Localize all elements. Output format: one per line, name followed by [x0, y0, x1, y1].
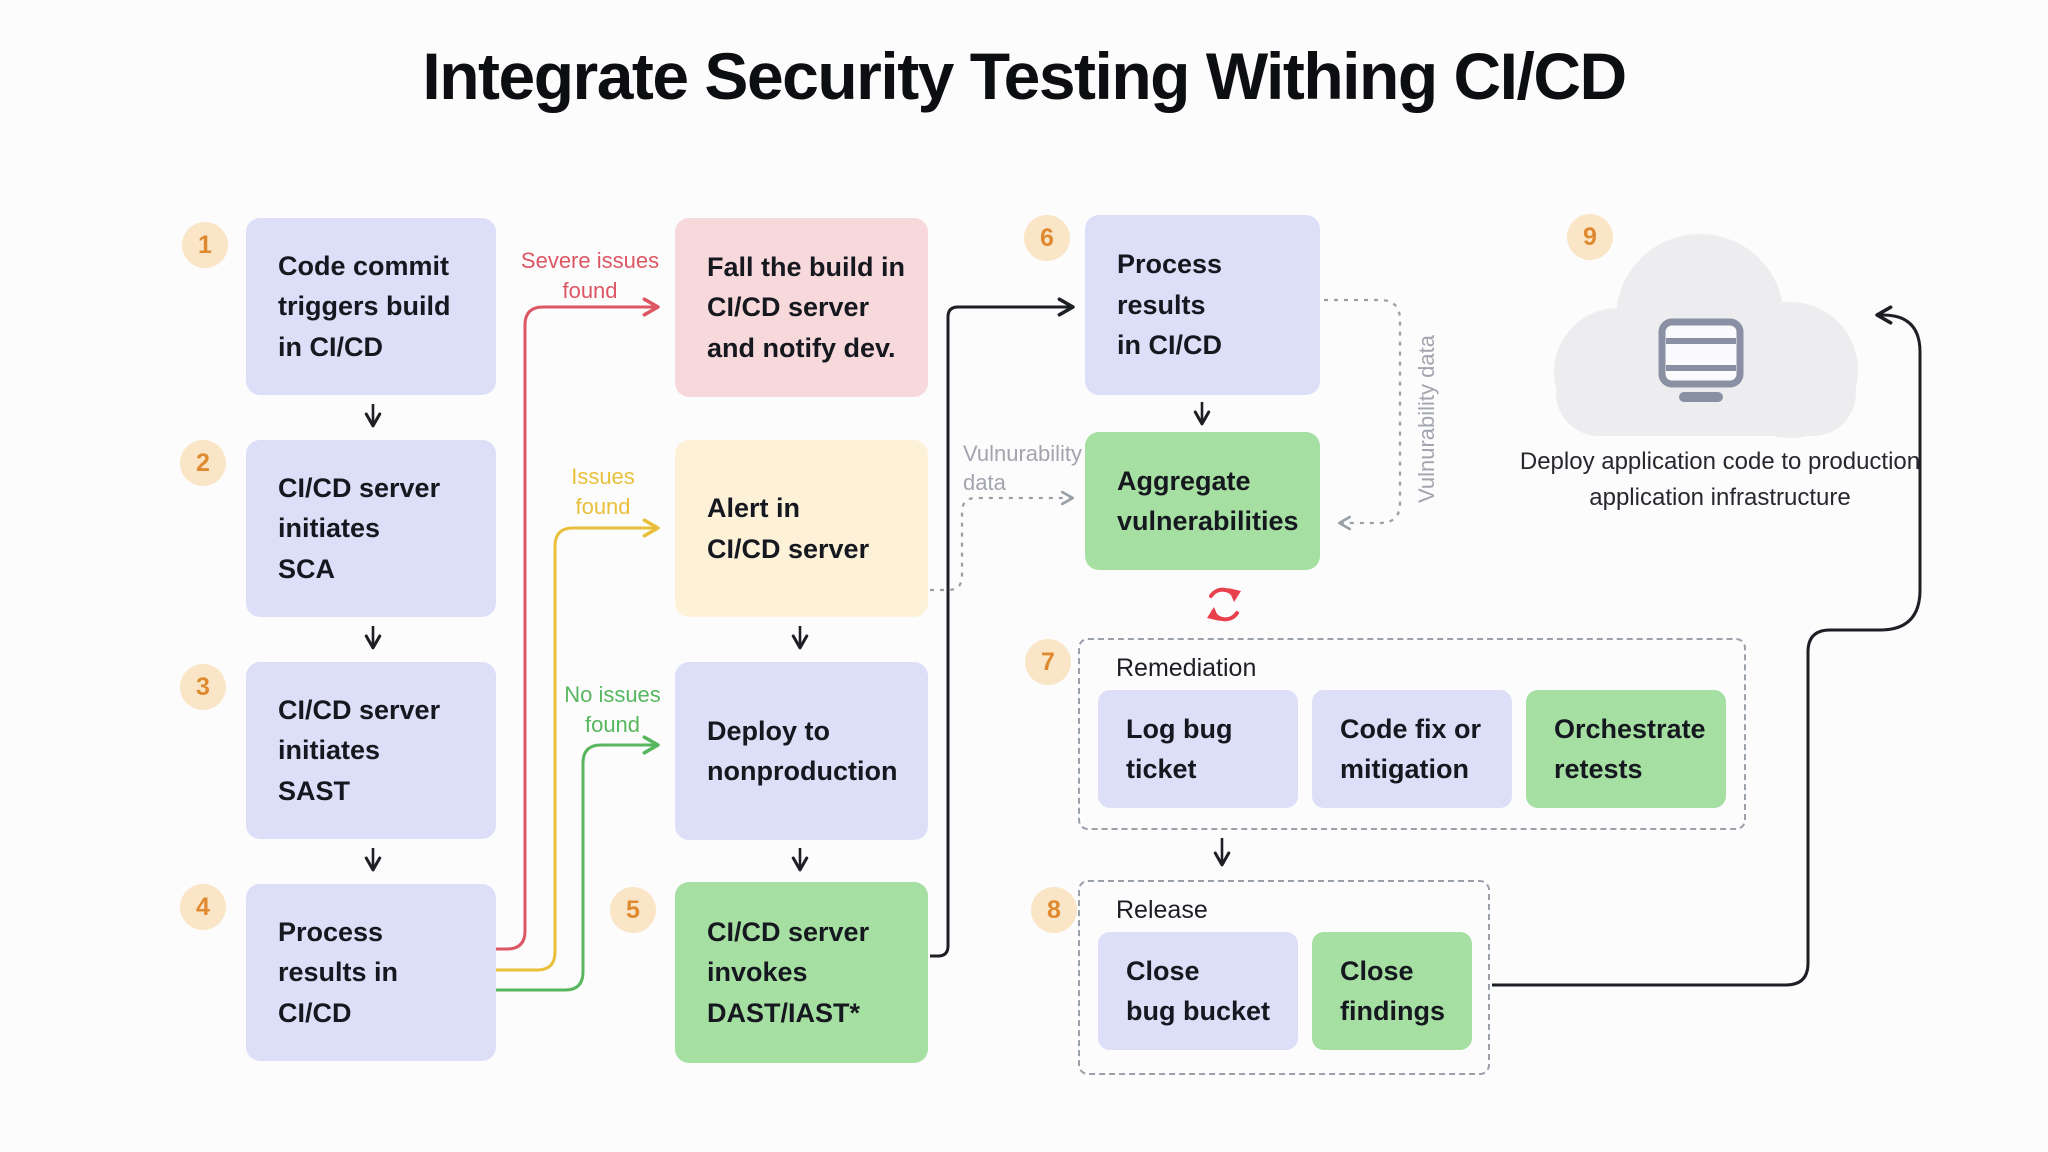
remediation-group: Remediation Log bug ticket Code fix or m… [1078, 638, 1746, 830]
step-badge-7: 7 [1025, 639, 1071, 685]
box-process-results-1: Process results in CI/CD [246, 884, 496, 1061]
step-badge-5: 5 [610, 887, 656, 933]
release-group-title: Release [1116, 896, 1208, 924]
label-vulnerability-data-left: Vulnurability data [963, 441, 1083, 495]
server-icon [1658, 318, 1744, 402]
step-badge-4: 4 [180, 884, 226, 930]
remediation-group-title: Remediation [1116, 654, 1257, 682]
box-aggregate-vulnerabilities: Aggregate vulnerabilities [1085, 432, 1320, 570]
box-code-commit: Code commit triggers build in CI/CD [246, 218, 496, 395]
box-code-fix-mitigation: Code fix or mitigation [1312, 690, 1512, 808]
release-group: Release Close bug bucket Close findings [1078, 880, 1490, 1075]
box-initiate-sca: CI/CD server initiates SCA [246, 440, 496, 617]
wire-issues-found [495, 518, 660, 972]
box-log-bug-ticket: Log bug ticket [1098, 690, 1298, 808]
box-orchestrate-retests: Orchestrate retests [1526, 690, 1726, 808]
box-close-bug-bucket: Close bug bucket [1098, 932, 1298, 1050]
wire-release-cloud [1492, 305, 1922, 987]
box-fail-build: Fall the build in CI/CD server and notif… [675, 218, 928, 397]
cloud-caption: Deploy application code to production ap… [1519, 448, 1921, 511]
step-badge-1: 1 [182, 222, 228, 268]
box-invoke-dast-iast: CI/CD server invokes DAST/IAST* [675, 882, 928, 1063]
wire-vulnerability-right [1324, 298, 1402, 531]
box-close-findings: Close findings [1312, 932, 1472, 1050]
wire-no-issues [495, 735, 660, 992]
box-alert-cicd: Alert in CI/CD server [675, 440, 928, 617]
label-severe-issues-found: Severe issues found [520, 248, 660, 303]
step-badge-6: 6 [1024, 215, 1070, 261]
wire-severe-issues [495, 297, 660, 951]
label-no-issues-found: No issues found [564, 682, 661, 737]
step-badge-2: 2 [180, 440, 226, 486]
box-initiate-sast: CI/CD server initiates SAST [246, 662, 496, 839]
step-badge-3: 3 [180, 664, 226, 710]
step-badge-9: 9 [1567, 214, 1613, 260]
box-deploy-nonproduction: Deploy to nonproduction [675, 662, 928, 840]
wire-step5-step6 [930, 297, 1075, 958]
label-issues-found: Issues found [571, 464, 635, 519]
box-process-results-2: Process results in CI/CD [1085, 215, 1320, 395]
page-title: Integrate Security Testing Withing CI/CD [422, 39, 1627, 113]
step-badge-8: 8 [1031, 887, 1077, 933]
label-vulnerability-data-right: Vulnurability data [1414, 335, 1439, 503]
refresh-icon [1207, 587, 1241, 622]
wire-vulnerability-left [930, 490, 1075, 592]
